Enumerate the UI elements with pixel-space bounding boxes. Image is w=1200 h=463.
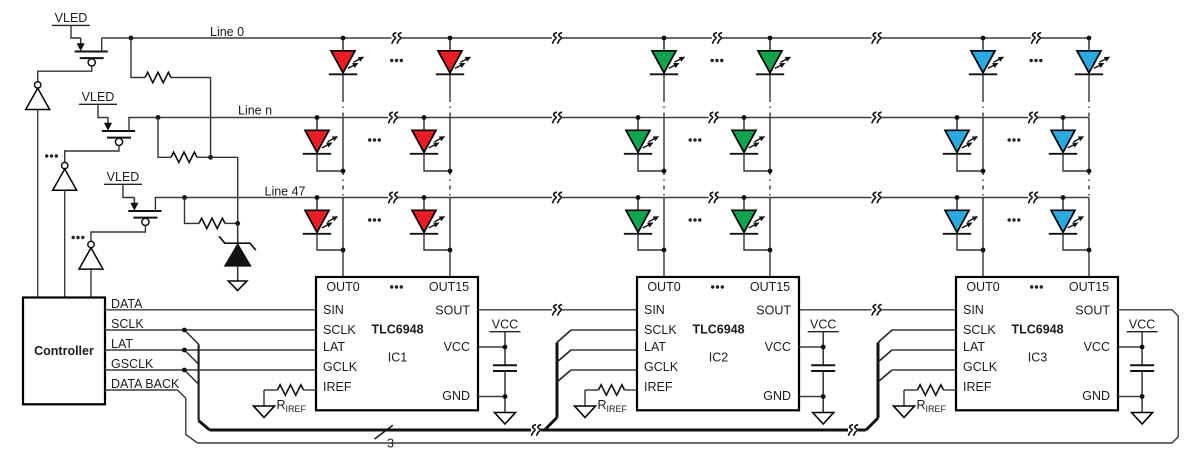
svg-text:R: R xyxy=(598,398,607,412)
svg-text:OUT15: OUT15 xyxy=(750,280,790,294)
svg-text:SCLK: SCLK xyxy=(111,317,144,331)
svg-text:OUT0: OUT0 xyxy=(647,280,680,294)
svg-text:GCLK: GCLK xyxy=(644,360,679,374)
svg-text:SCLK: SCLK xyxy=(323,323,356,337)
svg-text:LAT: LAT xyxy=(644,340,666,354)
svg-text:GSCLK: GSCLK xyxy=(111,357,154,371)
svg-text:IC3: IC3 xyxy=(1028,351,1048,365)
svg-text:SOUT: SOUT xyxy=(756,303,791,317)
svg-text:DATA BACK: DATA BACK xyxy=(111,377,180,391)
svg-text:IC1: IC1 xyxy=(388,351,408,365)
svg-text:OUT15: OUT15 xyxy=(1069,280,1109,294)
svg-text:SOUT: SOUT xyxy=(1075,303,1110,317)
svg-text:VCC: VCC xyxy=(810,318,836,332)
svg-text:SIN: SIN xyxy=(963,303,984,317)
svg-text:OUT15: OUT15 xyxy=(429,280,469,294)
svg-text:IREF: IREF xyxy=(323,380,352,394)
svg-text:IREF: IREF xyxy=(926,404,947,414)
svg-text:VCC: VCC xyxy=(1084,340,1110,354)
svg-text:Line 0: Line 0 xyxy=(210,25,244,39)
svg-text:GND: GND xyxy=(1082,389,1110,403)
svg-text:GCLK: GCLK xyxy=(323,360,358,374)
svg-text:R: R xyxy=(277,398,286,412)
svg-text:SOUT: SOUT xyxy=(435,303,470,317)
svg-text:Line n: Line n xyxy=(238,104,272,118)
svg-text:SIN: SIN xyxy=(323,303,344,317)
svg-text:GND: GND xyxy=(442,389,470,403)
svg-text:Controller: Controller xyxy=(34,344,94,358)
svg-text:GCLK: GCLK xyxy=(963,360,998,374)
svg-text:LAT: LAT xyxy=(111,337,133,351)
svg-text:SCLK: SCLK xyxy=(644,323,677,337)
svg-text:VCC: VCC xyxy=(765,340,791,354)
svg-text:IC2: IC2 xyxy=(709,351,729,365)
svg-text:OUT0: OUT0 xyxy=(966,280,999,294)
svg-text:LAT: LAT xyxy=(963,340,985,354)
svg-text:VLED: VLED xyxy=(107,170,140,184)
svg-text:SCLK: SCLK xyxy=(963,323,996,337)
svg-text:VLED: VLED xyxy=(82,90,115,104)
svg-text:OUT0: OUT0 xyxy=(326,280,359,294)
svg-text:IREF: IREF xyxy=(644,380,673,394)
svg-text:IREF: IREF xyxy=(607,404,628,414)
svg-text:GND: GND xyxy=(763,389,791,403)
svg-text:DATA: DATA xyxy=(111,297,143,311)
svg-text:R: R xyxy=(917,398,926,412)
svg-text:VLED: VLED xyxy=(55,11,88,25)
svg-text:IREF: IREF xyxy=(286,404,307,414)
svg-text:TLC6948: TLC6948 xyxy=(371,323,423,337)
svg-text:VCC: VCC xyxy=(444,340,470,354)
svg-text:LAT: LAT xyxy=(323,340,345,354)
svg-text:VCC: VCC xyxy=(492,318,518,332)
svg-text:Line 47: Line 47 xyxy=(265,185,306,199)
svg-text:TLC6948: TLC6948 xyxy=(1011,323,1063,337)
svg-text:VCC: VCC xyxy=(1129,318,1155,332)
svg-text:IREF: IREF xyxy=(963,380,992,394)
svg-text:SIN: SIN xyxy=(644,303,665,317)
svg-text:TLC6948: TLC6948 xyxy=(692,323,744,337)
